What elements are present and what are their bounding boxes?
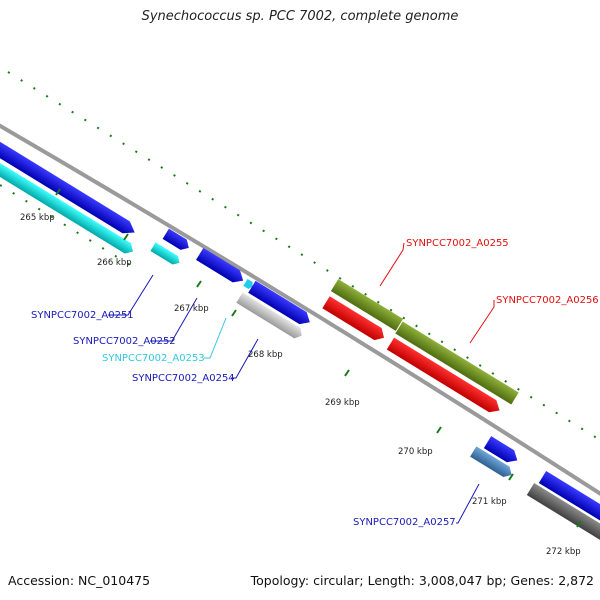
gene-label: SYNPCC7002_A0254 [132,373,235,384]
gene-label: SYNPCC7002_A0252 [73,336,176,347]
kbp-label: 271 kbp [472,497,507,507]
gene-feature[interactable] [483,436,521,466]
gene-feature[interactable] [526,483,600,541]
backbone [0,123,600,496]
gene-feature[interactable] [243,279,254,290]
gene-feature[interactable] [248,280,313,328]
kbp-label: 265 kbp [20,213,55,223]
gene-feature[interactable] [538,471,600,529]
gene-feature[interactable] [322,296,387,343]
gene-label: SYNPCC7002_A0257 [353,517,456,528]
gene-feature[interactable] [470,446,515,480]
gene-feature[interactable] [330,279,404,331]
gene-label: SYNPCC7002_A0256 [496,295,599,306]
major-ticks [55,188,582,528]
gene-feature[interactable] [196,247,247,287]
gene-feature[interactable] [386,337,503,417]
map-title: Synechococcus sp. PCC 7002, complete gen… [141,9,459,24]
genome-summary: Topology: circular; Length: 3,008,047 bp… [250,573,594,588]
gene-label: SYNPCC7002_A0253 [102,353,205,364]
gene-feature[interactable] [162,228,192,253]
gene-label: SYNPCC7002_A0255 [406,238,509,249]
kbp-label: 269 kbp [325,398,360,408]
kbp-labels: 265 kbp 266 kbp 267 kbp 268 kbp 269 kbp … [20,213,581,557]
gene-feature[interactable] [150,242,182,267]
tick-guide-lines [0,71,600,441]
kbp-label: 268 kbp [248,350,283,360]
kbp-label: 267 kbp [174,304,209,314]
kbp-label: 270 kbp [398,447,433,457]
gene-feature[interactable] [395,321,519,405]
accession-label: Accession: NC_010475 [8,573,151,588]
gene-feature[interactable] [0,143,136,257]
kbp-label: 266 kbp [97,258,132,268]
gene-label: SYNPCC7002_A0251 [31,310,134,321]
gene-labels: SYNPCC7002_A0251 SYNPCC7002_A0252 SYNPCC… [31,238,599,528]
label-leaders [108,242,495,524]
kbp-label: 272 kbp [546,547,581,557]
gene-feature[interactable] [236,292,305,341]
gene-feature[interactable] [0,123,138,238]
